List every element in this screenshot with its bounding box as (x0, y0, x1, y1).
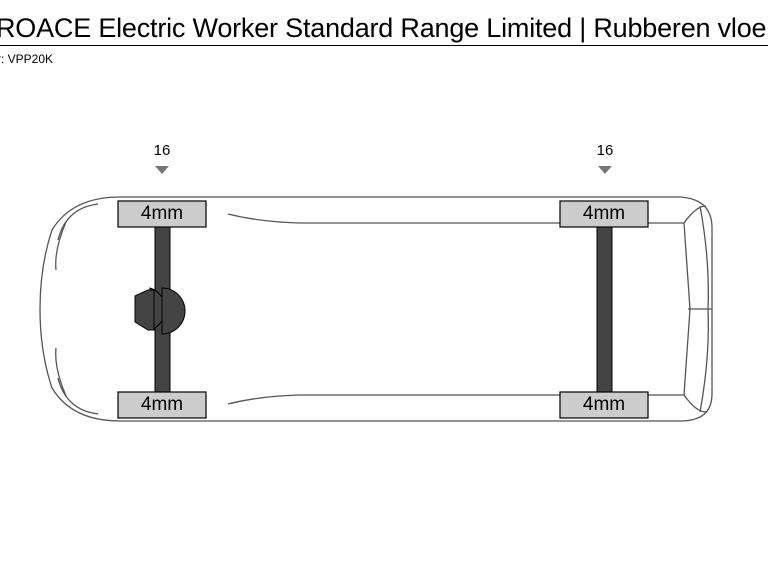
rear-right-tire (559, 391, 649, 419)
rear-axle-arrow-icon (598, 166, 612, 174)
rear-right-tire-label: 4mm (582, 394, 626, 415)
rear-axle-count: 16 (596, 142, 614, 159)
rear-axle-shaft (596, 226, 613, 393)
front-axle-arrow-icon (155, 166, 169, 174)
front-left-tire-label: 4mm (140, 203, 184, 224)
vehicle-code: r: VPP20K (0, 52, 54, 66)
front-left-tire (117, 200, 207, 228)
rear-left-tire (559, 200, 649, 228)
rear-left-tire-label: 4mm (582, 203, 626, 224)
title-divider (0, 45, 768, 46)
van-body-outline (39, 196, 713, 422)
front-axle-count: 16 (153, 142, 171, 159)
front-right-tire-label: 4mm (140, 394, 184, 415)
front-right-tire (117, 391, 207, 419)
page-title: ROACE Electric Worker Standard Range Lim… (0, 13, 768, 43)
front-axle (134, 226, 186, 393)
